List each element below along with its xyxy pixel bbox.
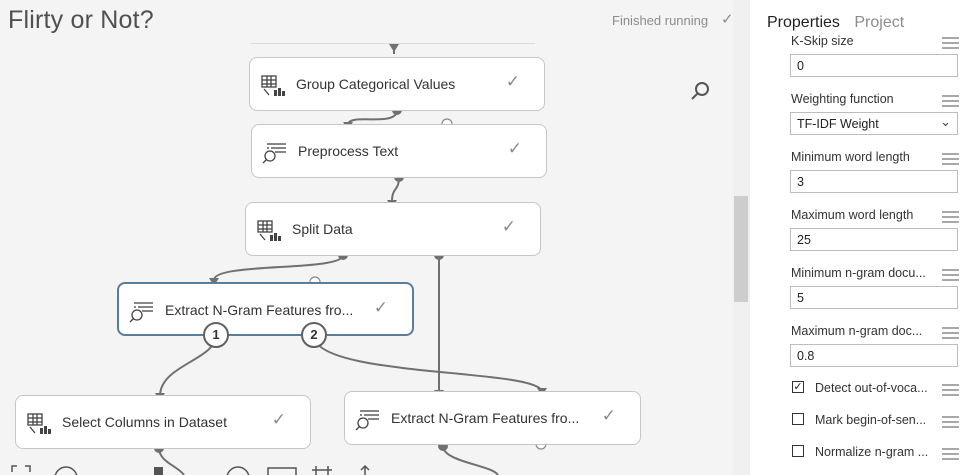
drag-handle-icon[interactable] — [942, 269, 959, 281]
tab-properties[interactable]: Properties — [767, 14, 840, 31]
text-analytics-icon — [262, 143, 286, 164]
drag-handle-icon[interactable] — [942, 37, 959, 49]
field-label-k-skip-size: K-Skip size — [791, 34, 854, 48]
text-analytics-icon — [355, 410, 379, 431]
properties-panel: Properties Project K-Skip size Weighting… — [750, 0, 977, 475]
output-port-2[interactable]: 2 — [301, 322, 327, 348]
arrowhead — [389, 44, 399, 52]
module-label: Select Columns in Dataset — [62, 414, 227, 430]
select-value: TF-IDF Weight — [797, 117, 879, 131]
check-icon: ✓ — [501, 217, 516, 236]
module-extract-ngram-1[interactable]: Extract N-Gram Features fro... ✓ — [117, 282, 414, 336]
module-select-columns[interactable]: Select Columns in Dataset ✓ — [15, 395, 311, 449]
weighting-function-select[interactable]: TF-IDF Weight ⌄ — [790, 112, 958, 135]
check-icon: ✓ — [601, 406, 616, 425]
mark-begin-of-sentence-checkbox[interactable] — [792, 413, 804, 425]
min-ngram-doc-input[interactable] — [790, 286, 958, 309]
module-group-categorical-values[interactable]: Group Categorical Values ✓ — [249, 57, 545, 111]
check-icon: ✓ — [505, 72, 520, 91]
module-label: Split Data — [292, 221, 353, 237]
module-label: Extract N-Gram Features fro... — [391, 410, 580, 426]
module-preprocess-text[interactable]: Preprocess Text ✓ — [251, 124, 547, 178]
detect-oov-checkbox[interactable]: ✓ — [792, 381, 804, 393]
canvas-scrollbar-thumb[interactable] — [734, 196, 748, 302]
check-icon: ✓ — [507, 139, 522, 158]
normalize-ngram-checkbox[interactable] — [792, 445, 804, 457]
field-label-max-word-length: Maximum word length — [791, 208, 914, 222]
field-label-min-word-length: Minimum word length — [791, 150, 910, 164]
module-label: Extract N-Gram Features fro... — [165, 302, 354, 318]
search-icon[interactable] — [690, 80, 712, 102]
max-ngram-doc-input[interactable] — [790, 344, 958, 367]
drag-handle-icon[interactable] — [942, 95, 959, 107]
field-label-weighting-function: Weighting function — [791, 92, 894, 106]
chevron-down-icon: ⌄ — [940, 114, 951, 129]
zoom-out-icon — [54, 466, 78, 475]
mark-begin-of-sentence-label: Mark begin-of-sen... — [815, 413, 927, 427]
panel-tabs: Properties Project — [767, 14, 904, 32]
output-port-1[interactable]: 1 — [203, 322, 229, 348]
drag-handle-icon[interactable] — [942, 153, 959, 165]
check-icon: ✓ — [271, 410, 286, 429]
text-analytics-icon — [129, 302, 153, 323]
drag-handle-icon[interactable] — [942, 211, 959, 223]
experiment-canvas[interactable]: Flirty or Not? Finished running ✓ — [0, 0, 750, 475]
connector — [313, 335, 543, 393]
connector — [442, 445, 499, 475]
connector — [347, 109, 398, 126]
drag-handle-icon[interactable] — [942, 416, 959, 428]
check-icon: ✓ — [373, 298, 388, 317]
experiment-title[interactable]: Flirty or Not? — [8, 6, 154, 34]
drag-handle-icon[interactable] — [942, 384, 959, 396]
zoom-in-icon — [226, 466, 250, 475]
pan-icon — [360, 464, 370, 475]
dataset-icon — [261, 75, 285, 96]
check-icon: ✓ — [721, 11, 734, 28]
fit-screen-icon — [11, 465, 31, 472]
k-skip-size-input[interactable] — [790, 54, 958, 77]
layout-icon — [312, 466, 332, 475]
drag-handle-icon[interactable] — [942, 448, 959, 460]
drag-handle-icon[interactable] — [942, 327, 959, 339]
divider — [250, 43, 535, 44]
dataset-icon — [27, 413, 51, 434]
field-label-min-ngram-doc: Minimum n-gram docu... — [791, 266, 926, 280]
connector — [213, 254, 344, 281]
run-status: Finished running — [612, 13, 709, 28]
module-split-data[interactable]: Split Data ✓ — [245, 202, 541, 256]
module-label: Preprocess Text — [298, 143, 399, 159]
detect-oov-label: Detect out-of-voca... — [815, 381, 928, 395]
max-word-length-input[interactable] — [790, 228, 958, 251]
module-label: Group Categorical Values — [296, 76, 456, 92]
module-extract-ngram-2[interactable]: Extract N-Gram Features fro... ✓ — [344, 391, 641, 445]
minimap-icon — [267, 467, 297, 475]
dataset-icon — [257, 220, 281, 241]
field-label-max-ngram-doc: Maximum n-gram doc... — [791, 324, 923, 338]
canvas-toolbar — [11, 464, 370, 475]
toolbar-marker-icon — [154, 467, 163, 475]
min-word-length-input[interactable] — [790, 170, 958, 193]
normalize-ngram-label: Normalize n-gram ... — [815, 445, 929, 459]
tab-project[interactable]: Project — [854, 14, 905, 31]
